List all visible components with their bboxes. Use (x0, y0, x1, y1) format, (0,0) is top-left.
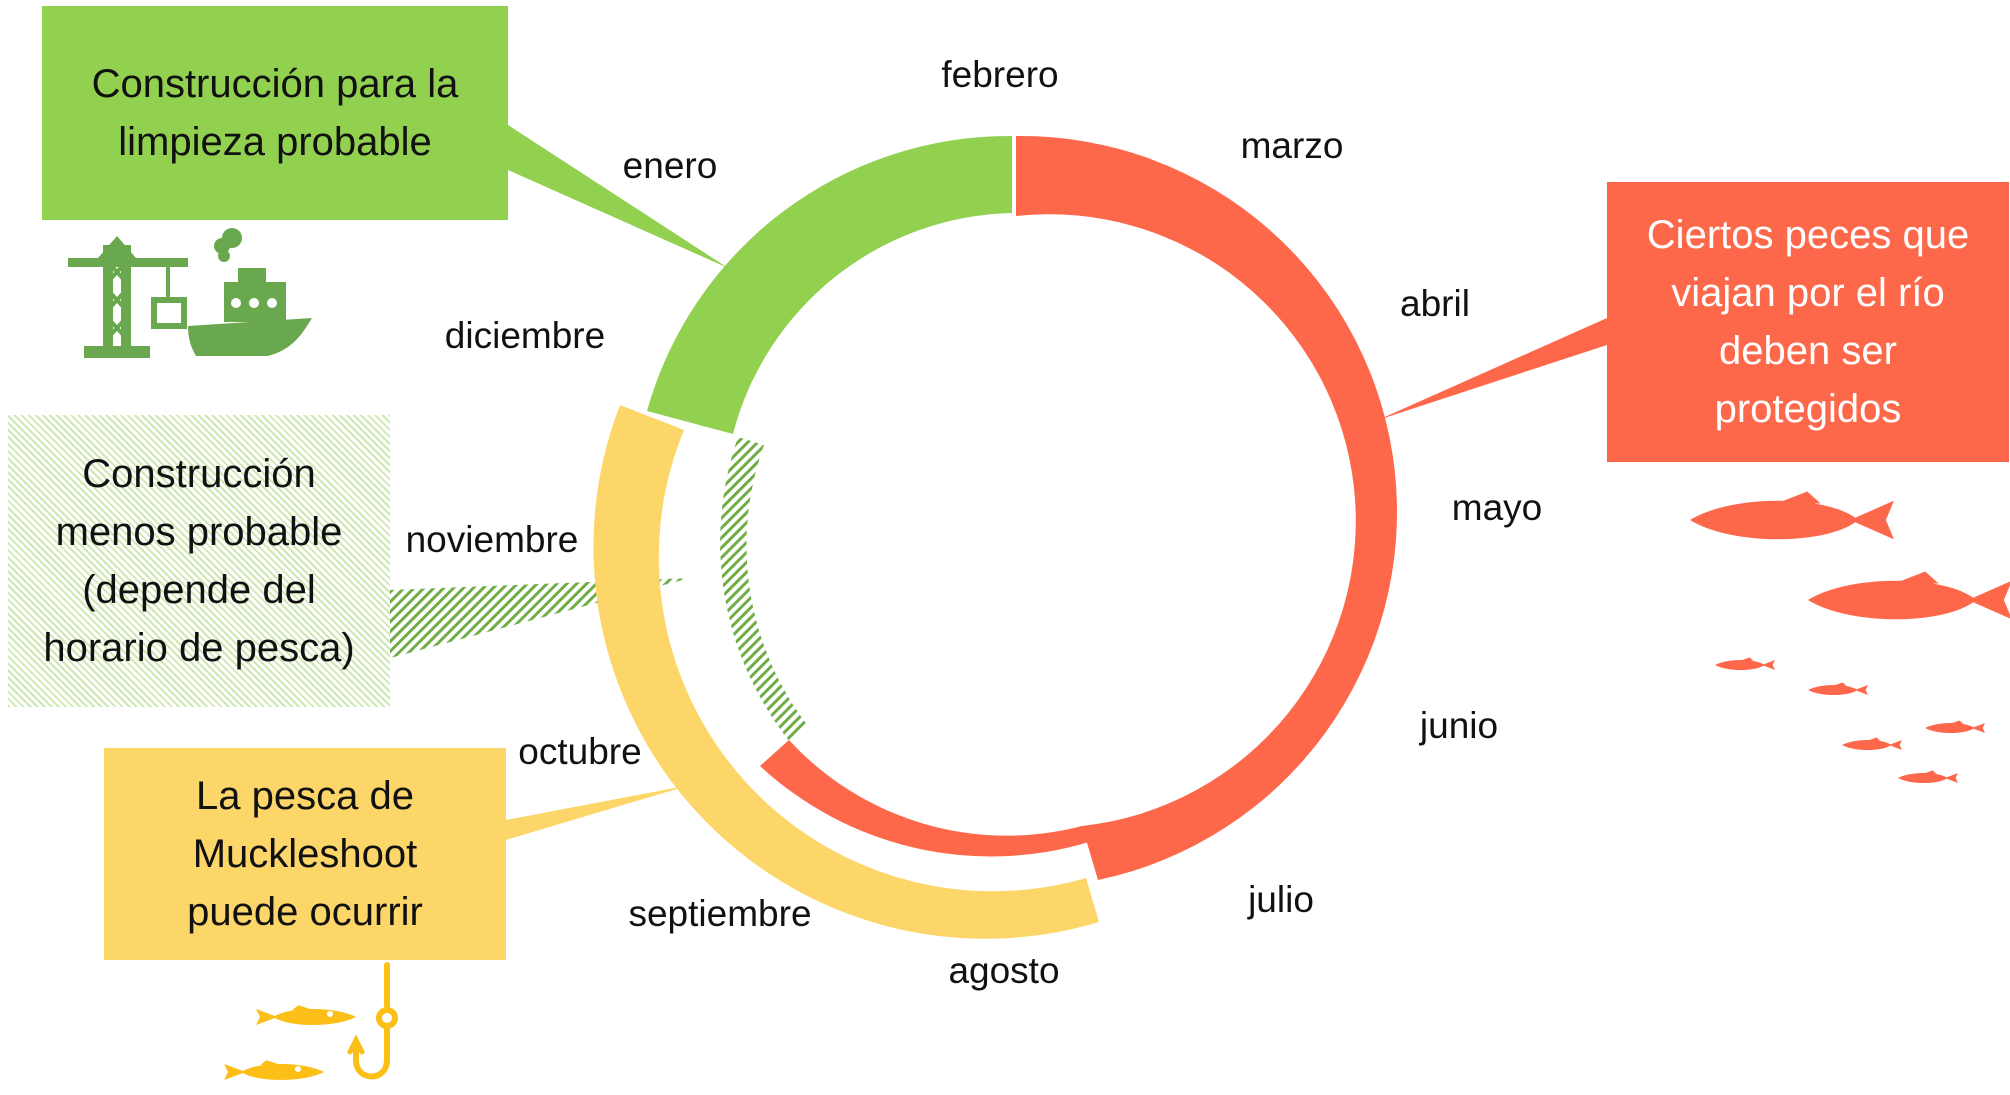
callout-line: puede ocurrir (187, 890, 423, 934)
callout-muckleshoot-fishing: La pesca de Muckleshoot puede ocurrir (104, 748, 506, 960)
ship-icon (188, 228, 312, 356)
month-label-agosto: agosto (948, 950, 1059, 991)
callout-line: Construcción (82, 452, 316, 496)
yellow-callout-pointer (506, 785, 690, 840)
month-label-diciembre: diciembre (445, 315, 605, 356)
month-label-abril: abril (1400, 283, 1470, 324)
ring-segment-fish-protection-late (760, 740, 1089, 857)
callout-line: Muckleshoot (192, 832, 418, 876)
callout-line: limpieza probable (118, 120, 432, 164)
ring-segment-less-likely-construction (720, 437, 808, 742)
ring-segment-fishing (593, 405, 1099, 939)
ring-segment-construction (647, 135, 1012, 435)
callout-construction-likely: Construcción para la limpieza probable (42, 6, 508, 220)
callout-construction-less-likely: Construcción menos probable (depende del… (8, 415, 390, 707)
month-label-mayo: mayo (1452, 487, 1542, 528)
callout-line: menos probable (55, 510, 343, 554)
fishing-hook-icon (347, 962, 398, 1080)
callout-line: Ciertos peces que (1646, 213, 1970, 257)
ring-segment-fish-protection (1016, 135, 1398, 880)
fish-icon (1690, 491, 2010, 784)
month-label-marzo: marzo (1241, 125, 1344, 166)
callout-line: La pesca de (196, 774, 414, 818)
month-label-febrero: febrero (941, 54, 1058, 95)
callout-line: viajan por el río (1671, 271, 1945, 315)
month-label-julio: julio (1247, 879, 1314, 920)
month-label-noviembre: noviembre (406, 519, 579, 560)
callout-line: Construcción para la (91, 62, 459, 106)
month-label-octubre: octubre (518, 731, 641, 772)
month-label-junio: junio (1419, 705, 1498, 746)
callout-line: deben ser (1719, 329, 1897, 373)
callout-fish-protected: Ciertos peces que viajan por el río debe… (1607, 182, 2009, 462)
callout-line: protegidos (1714, 387, 1902, 431)
month-label-enero: enero (623, 145, 718, 186)
crane-icon (68, 236, 188, 358)
callout-line: (depende del (82, 568, 316, 612)
month-label-septiembre: septiembre (628, 893, 811, 934)
callout-line: horario de pesca) (43, 626, 355, 670)
red-callout-pointer (1378, 318, 1607, 420)
green-callout-pointer (508, 125, 728, 268)
fishing-fish-icon (224, 1005, 356, 1080)
